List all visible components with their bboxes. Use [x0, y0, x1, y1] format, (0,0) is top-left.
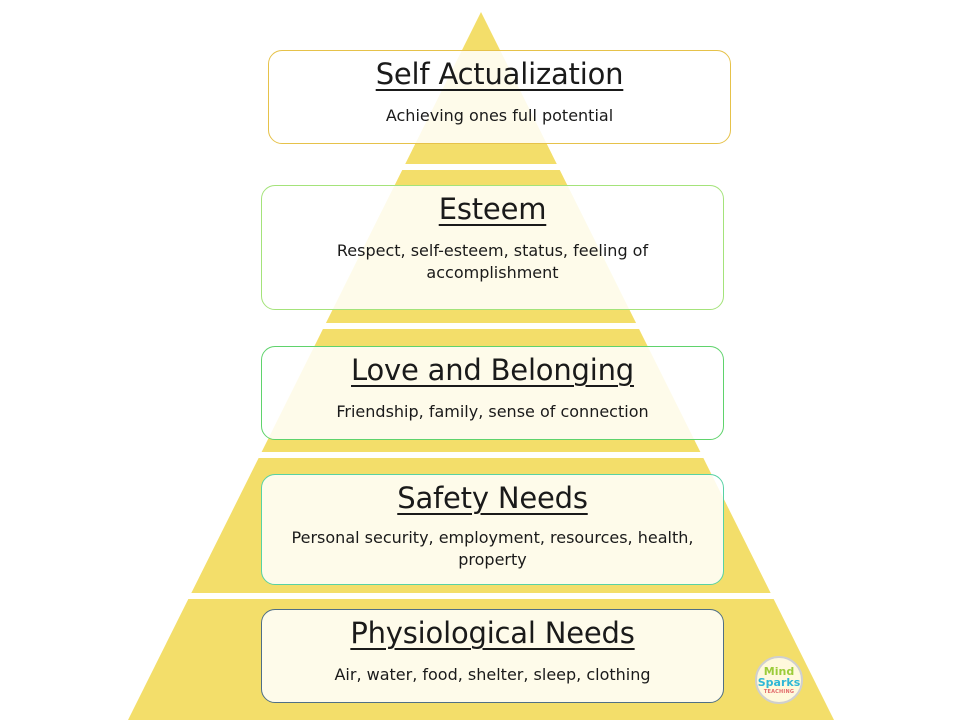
level-title: Safety Needs	[397, 481, 588, 515]
level-physiological-needs: Physiological Needs Air, water, food, sh…	[261, 609, 724, 703]
level-description: Achieving ones full potential	[385, 105, 614, 125]
level-self-actualization: Self Actualization Achieving ones full p…	[268, 50, 731, 144]
level-description: Personal security, employment, resources…	[291, 527, 694, 569]
level-title: Physiological Needs	[350, 616, 635, 650]
logo-text-sparks: Sparks	[757, 676, 801, 689]
level-love-and-belonging: Love and Belonging Friendship, family, s…	[261, 346, 724, 440]
level-title: Esteem	[438, 192, 547, 226]
mind-sparks-logo: Mind Sparks TEACHING	[755, 656, 803, 704]
level-description: Air, water, food, shelter, sleep, clothi…	[334, 664, 651, 684]
level-title: Love and Belonging	[351, 353, 634, 387]
level-title: Self Actualization	[375, 57, 624, 91]
level-safety-needs: Safety Needs Personal security, employme…	[261, 474, 724, 585]
logo-text-mind: Mind	[763, 665, 795, 678]
level-description: Friendship, family, sense of connection	[336, 401, 649, 421]
level-description: Respect, self-esteem, status, feeling of…	[336, 240, 649, 282]
pyramid-separators	[100, 164, 860, 599]
level-esteem: Esteem Respect, self-esteem, status, fee…	[261, 185, 724, 310]
logo-text-teaching: TEACHING	[763, 689, 795, 695]
